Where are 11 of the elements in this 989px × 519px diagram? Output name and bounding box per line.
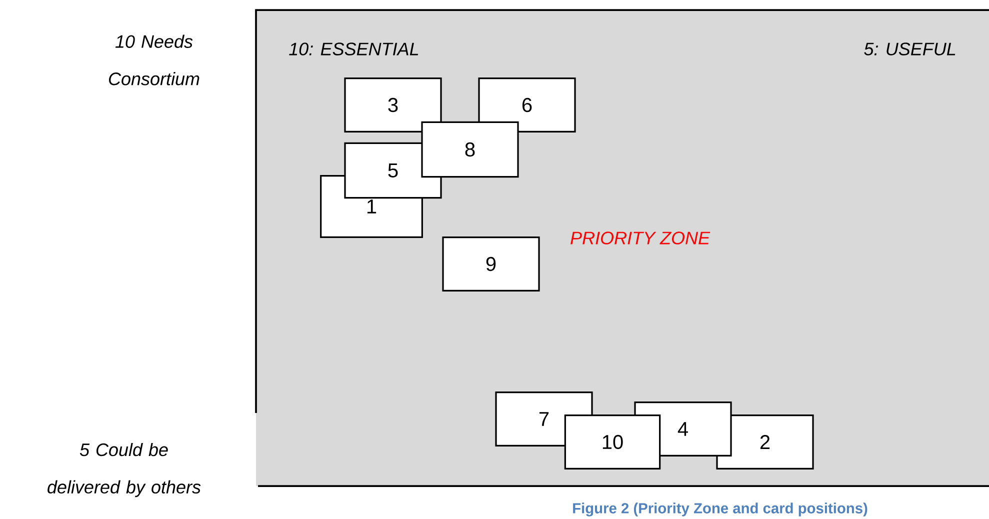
scale-label: 10: ESSENTIAL xyxy=(289,42,418,56)
scale-label: 5: USEFUL xyxy=(864,42,956,56)
card: 8 xyxy=(421,121,519,178)
axis-label: 10 Needs Consortium xyxy=(109,34,200,86)
figure-caption: Figure 2 (Priority Zone and card positions) xyxy=(573,502,868,516)
card: 9 xyxy=(442,236,540,292)
axis-label: 5 Could be delivered by others xyxy=(48,442,201,498)
priority-zone-label: PRIORITY ZONE xyxy=(570,232,710,244)
card: 3 xyxy=(344,78,442,132)
card: 6 xyxy=(478,78,576,132)
card: 10 xyxy=(564,414,661,470)
